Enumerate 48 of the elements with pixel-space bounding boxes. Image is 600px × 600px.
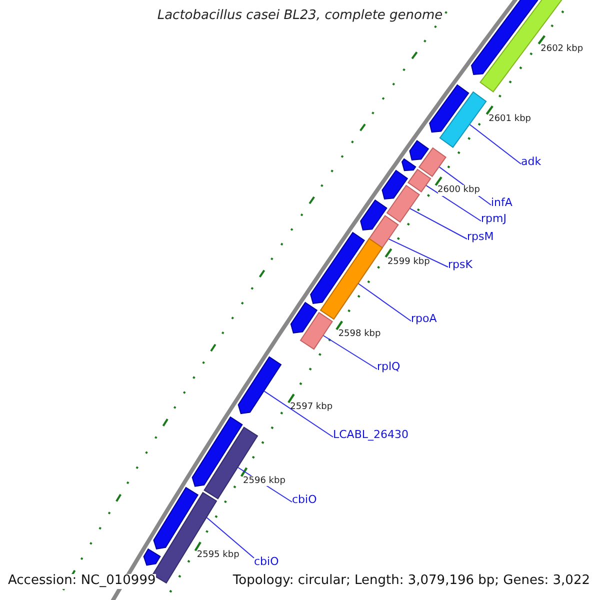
gene-bar — [418, 147, 446, 178]
gene-label: rpsK — [448, 259, 472, 272]
gene-block — [360, 199, 388, 231]
scale-label: 2599 kbp — [387, 256, 430, 268]
gene-bar — [300, 312, 333, 350]
gene-label: LCABL_26430 — [333, 429, 409, 442]
gene-block — [470, 0, 538, 76]
genome-info-text: Topology: circular; Length: 3,079,196 bp; Genes: 3,022 — [232, 574, 590, 589]
scale-label: 2600 kbp — [438, 185, 480, 196]
gene-block — [429, 84, 470, 133]
leader-line — [264, 390, 334, 438]
gene-block — [409, 140, 430, 161]
gene-label: adk — [521, 156, 542, 169]
gene-bar — [439, 91, 487, 148]
gene-bar — [386, 184, 420, 223]
gene-label: cbiO — [292, 494, 317, 507]
leader-line — [469, 124, 522, 164]
scale-label: 2595 kbp — [196, 550, 240, 561]
gene-block — [310, 232, 365, 304]
leader-line — [358, 283, 412, 322]
scale-label: 2598 kbp — [338, 329, 381, 340]
gene-block — [192, 416, 243, 487]
title: Lactobacillus casei BL23, complete genome — [157, 9, 443, 24]
gene-label: cbiO — [254, 556, 279, 569]
gene-block — [401, 158, 416, 172]
scale-label: 2602 kbp — [540, 44, 584, 54]
gene-block — [153, 486, 199, 550]
gene-block — [290, 302, 318, 334]
gene-label: rpoA — [411, 313, 437, 326]
leader-line — [322, 335, 378, 370]
leader-line — [206, 517, 254, 558]
scale-label: 2601 kbp — [488, 114, 532, 124]
gene-bar — [480, 0, 562, 92]
gene-label: rpsM — [467, 231, 494, 244]
gene-label: rpmJ — [481, 213, 506, 226]
leader-line — [410, 208, 468, 240]
gene-label: infA — [491, 197, 512, 210]
leader-line — [426, 185, 482, 222]
scale-label: 2597 kbp — [290, 402, 333, 413]
gene-block — [382, 170, 408, 200]
leader-line — [388, 238, 448, 268]
gene-bar — [408, 168, 432, 192]
gene-bar — [320, 238, 384, 320]
gene-block — [143, 548, 161, 566]
gene-label: rplQ — [377, 361, 400, 374]
accession-text: Accession: NC_010999 — [8, 574, 156, 589]
gene-block — [238, 356, 282, 414]
scale-label: 2596 kbp — [243, 476, 286, 486]
